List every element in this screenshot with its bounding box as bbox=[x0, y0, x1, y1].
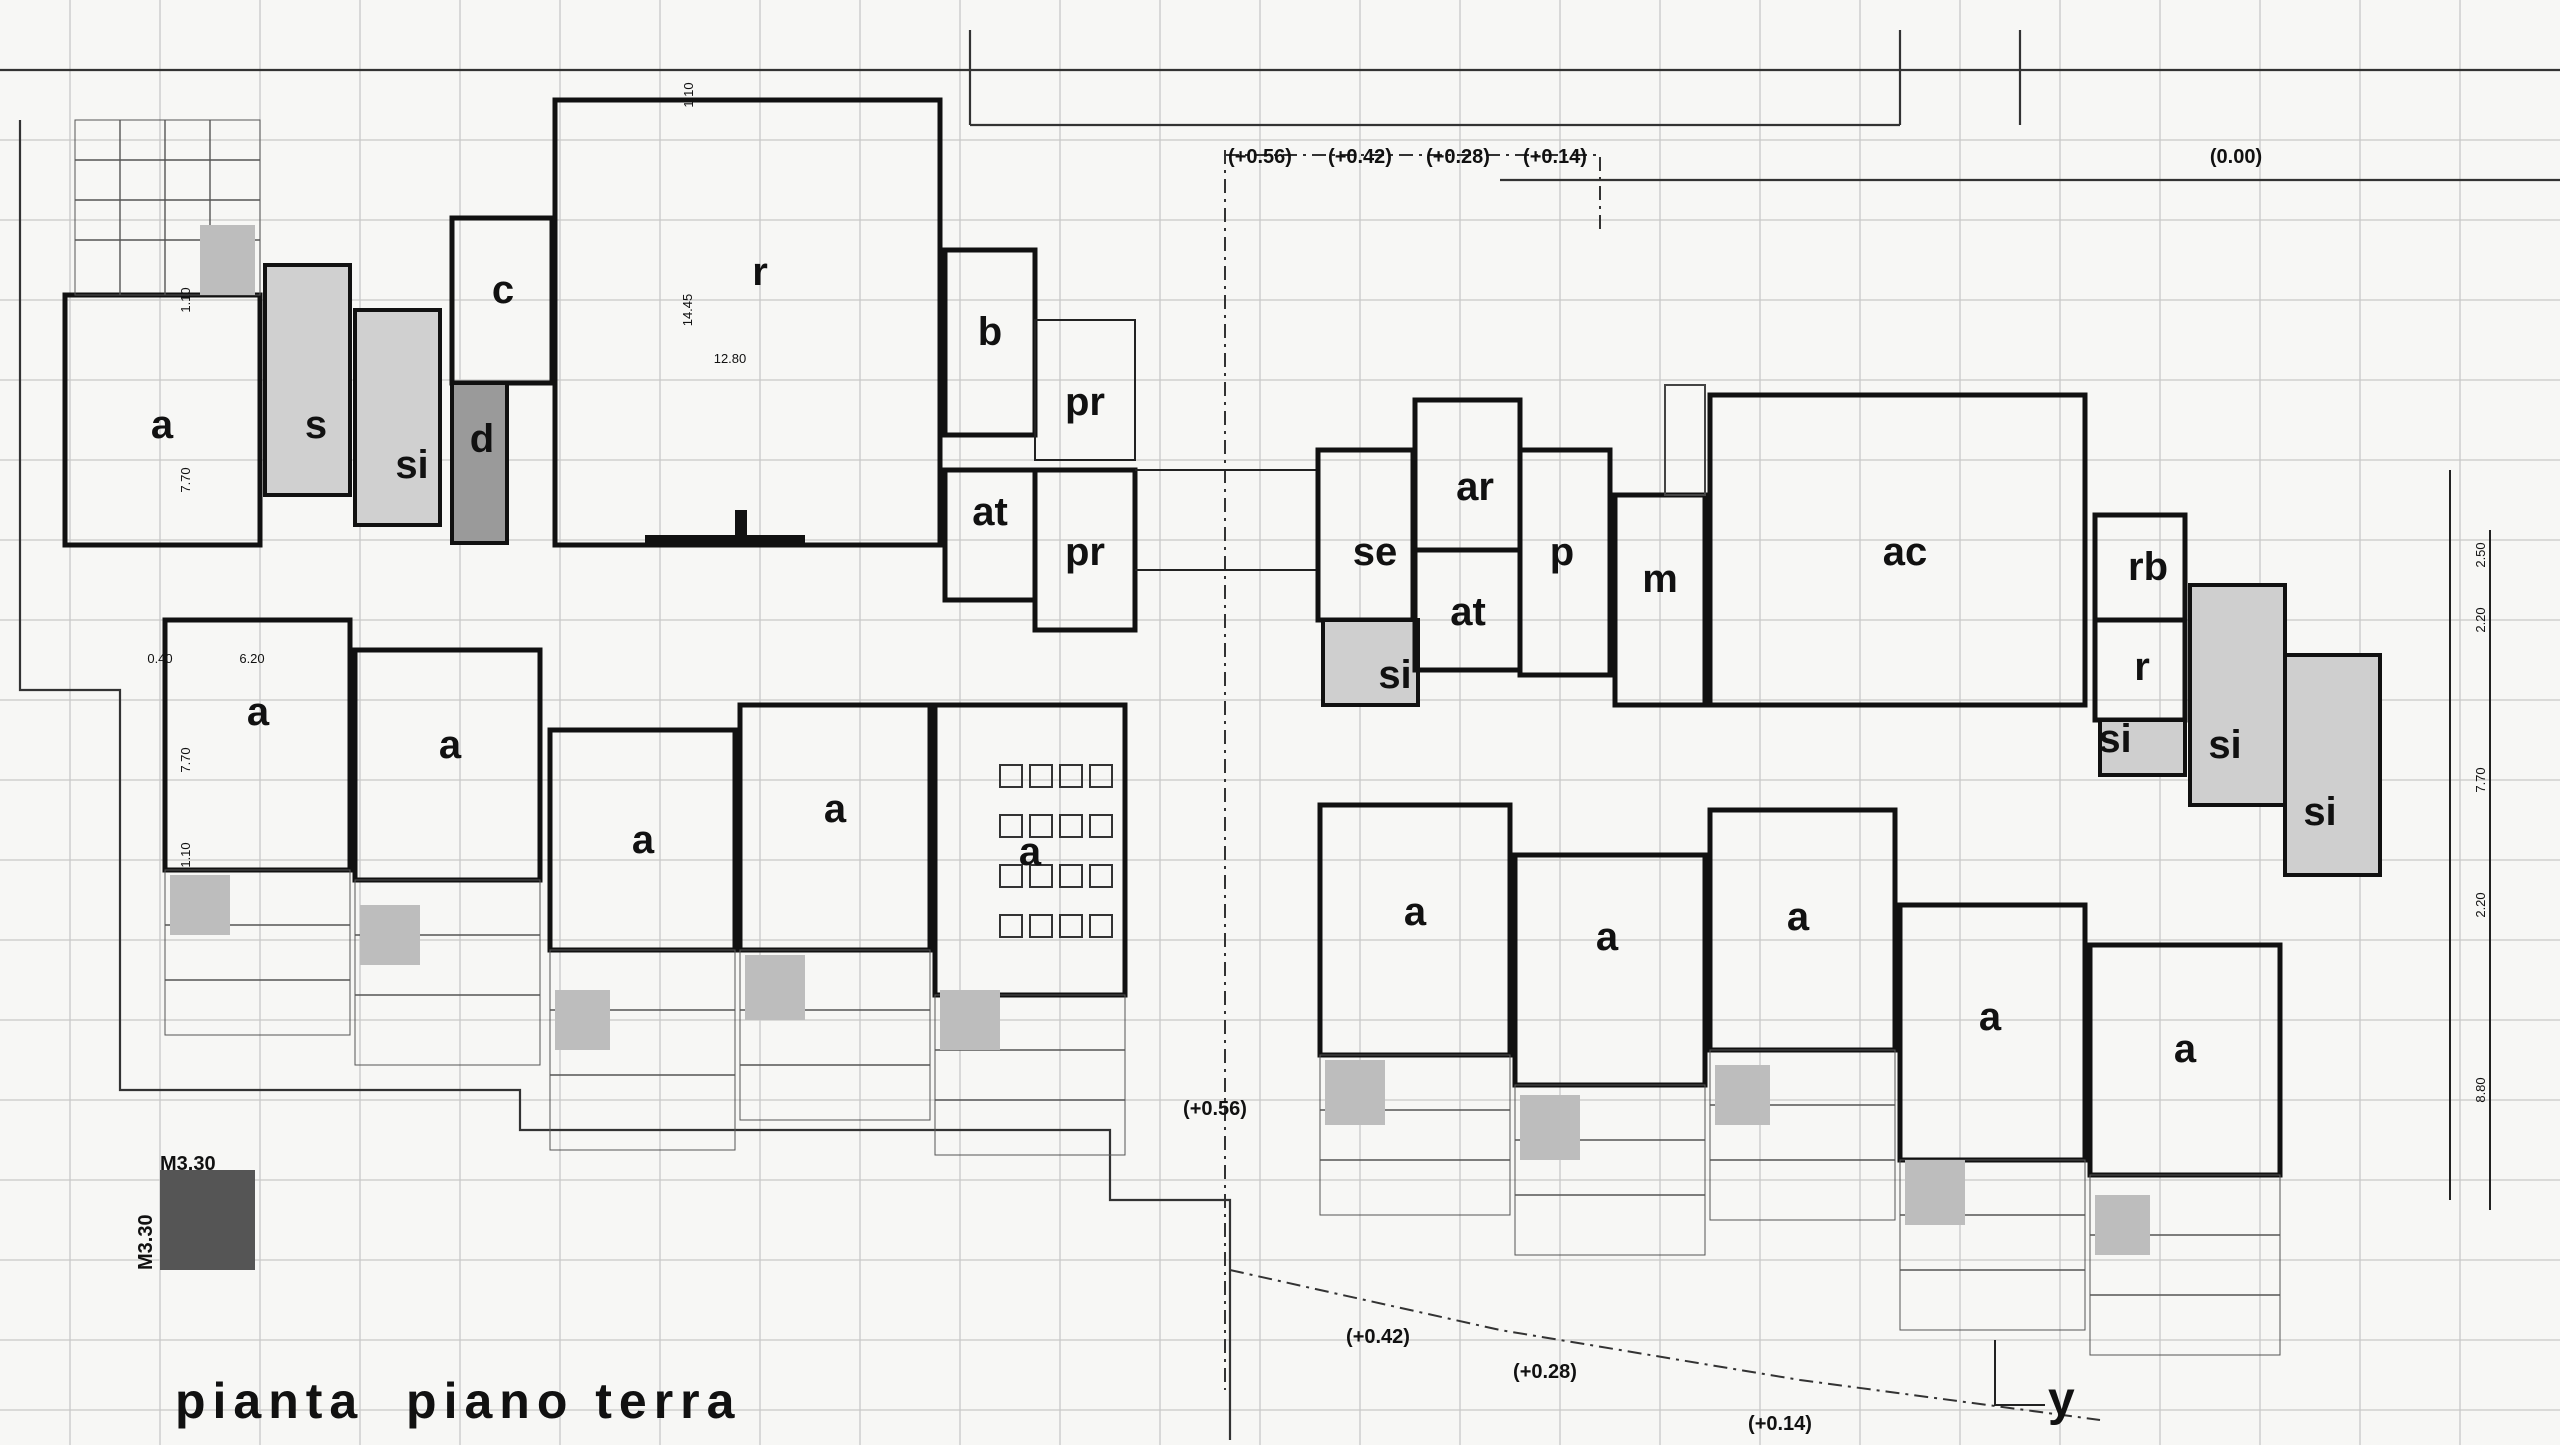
title-part-2: piano terra bbox=[406, 1373, 742, 1429]
dim-9: 2.50 bbox=[2473, 542, 2488, 567]
label-a-10: a bbox=[2174, 1027, 2197, 1071]
level-042-bottom: (+0.42) bbox=[1346, 1326, 1410, 1348]
level-014-bottom: (+0.14) bbox=[1748, 1413, 1812, 1435]
label-se: se bbox=[1353, 530, 1398, 574]
label-d: d bbox=[470, 417, 494, 461]
label-si-5: si bbox=[2303, 790, 2336, 834]
dim-2: 14.45 bbox=[680, 294, 695, 327]
level-028-top: (+0.28) bbox=[1426, 146, 1490, 168]
axis-label: y bbox=[2048, 1373, 2075, 1426]
level-056-top: (+0.56) bbox=[1228, 146, 1292, 168]
room-m bbox=[1612, 492, 1708, 708]
level-014-top: (+0.14) bbox=[1523, 146, 1587, 168]
room-ac bbox=[1707, 392, 2088, 708]
level-000: (0.00) bbox=[2210, 146, 2262, 168]
dimension-labels: 1.10 14.45 12.80 7.70 0.40 6.20 7.70 1.1… bbox=[147, 82, 2488, 1102]
desk-grid bbox=[999, 764, 1113, 938]
label-a-6: a bbox=[1404, 890, 1427, 934]
scale-square bbox=[160, 1170, 255, 1270]
label-s: s bbox=[305, 403, 327, 447]
toilet-block-s bbox=[263, 263, 352, 497]
label-p: p bbox=[1550, 530, 1574, 574]
label-c: c bbox=[492, 268, 514, 312]
label-r-right: r bbox=[2134, 645, 2150, 689]
label-pr-upper: pr bbox=[1065, 380, 1105, 424]
axis-marker bbox=[1994, 1340, 2045, 1406]
level-028-bottom: (+0.28) bbox=[1513, 1361, 1577, 1383]
label-si-1: si bbox=[395, 443, 428, 487]
label-at-left: at bbox=[972, 490, 1008, 534]
stair-upper-left bbox=[74, 119, 261, 296]
lower-left-units bbox=[162, 617, 1128, 998]
partition-r bbox=[645, 535, 805, 547]
label-ac: ac bbox=[1883, 530, 1928, 574]
room-p bbox=[1517, 447, 1613, 678]
scale-label-side: M3.30 bbox=[135, 1214, 157, 1270]
dim-14: 1.10 bbox=[178, 287, 193, 312]
hatch-upper-left bbox=[200, 225, 255, 295]
label-a-upper-left: a bbox=[151, 403, 174, 447]
label-a-5: a bbox=[1019, 830, 1042, 874]
dim-12: 2.20 bbox=[2473, 892, 2488, 917]
level-042-top: (+0.42) bbox=[1328, 146, 1392, 168]
dim-13: 8.80 bbox=[2473, 1077, 2488, 1102]
toilet-block-si-2 bbox=[1321, 618, 1420, 707]
label-pr-lower: pr bbox=[1065, 530, 1105, 574]
stair-m bbox=[1664, 384, 1706, 496]
dim-11: 7.70 bbox=[2473, 767, 2488, 792]
label-rb: rb bbox=[2128, 545, 2168, 589]
top-reference-lines bbox=[0, 30, 2560, 182]
label-at-right: at bbox=[1450, 590, 1486, 634]
lower-left-hatches bbox=[170, 875, 1000, 1050]
dim-3: 12.80 bbox=[714, 351, 747, 366]
title-part-1: pianta bbox=[175, 1373, 365, 1429]
partition-r-2 bbox=[735, 510, 747, 545]
label-si-3: si bbox=[2098, 717, 2131, 761]
toilet-block-si-5 bbox=[2283, 653, 2382, 877]
toilet-block-si-1 bbox=[353, 308, 442, 527]
dim-8: 1.10 bbox=[178, 842, 193, 867]
label-a-9: a bbox=[1979, 995, 2002, 1039]
room-r-hall bbox=[552, 97, 943, 548]
toilet-block-si-4 bbox=[2188, 583, 2287, 807]
dim-1: 1.10 bbox=[681, 82, 696, 107]
level-056-bottom: (+0.56) bbox=[1183, 1098, 1247, 1120]
level-labels: (+0.56) (+0.42) (+0.28) (+0.14) (0.00) (… bbox=[1183, 146, 2262, 1435]
site-boundary bbox=[18, 120, 1232, 1440]
room-pr-upper bbox=[1034, 319, 1136, 461]
toilet-block-si-3 bbox=[2098, 718, 2187, 777]
lower-right-hatches bbox=[1325, 1060, 2150, 1255]
label-ar: ar bbox=[1456, 465, 1494, 509]
label-si-2: si bbox=[1378, 653, 1411, 697]
label-a-7: a bbox=[1596, 915, 1619, 959]
label-r: r bbox=[752, 250, 768, 294]
label-si-4: si bbox=[2208, 723, 2241, 767]
room-labels: r c b d a s si pr at pr ar se at p m ac … bbox=[151, 250, 2337, 1071]
dim-6: 6.20 bbox=[239, 651, 264, 666]
label-a-3: a bbox=[632, 818, 655, 862]
room-pr-lower bbox=[1032, 467, 1138, 633]
label-a-2: a bbox=[439, 723, 462, 767]
scale-label-top: M3.30 bbox=[160, 1153, 216, 1175]
lower-dashed-boundary bbox=[1229, 1269, 2101, 1421]
room-d bbox=[450, 381, 509, 545]
dim-10: 2.20 bbox=[2473, 607, 2488, 632]
dim-7: 7.70 bbox=[178, 747, 193, 772]
upper-dashed-boundary bbox=[1225, 154, 1601, 235]
label-a-8: a bbox=[1787, 895, 1810, 939]
label-m: m bbox=[1642, 557, 1678, 601]
dim-4: 7.70 bbox=[178, 467, 193, 492]
label-b: b bbox=[978, 310, 1002, 354]
label-a-1: a bbox=[247, 690, 270, 734]
dim-5: 0.40 bbox=[147, 651, 172, 666]
drawing-title: pianta piano terra bbox=[175, 1372, 741, 1430]
label-a-4: a bbox=[824, 787, 847, 831]
